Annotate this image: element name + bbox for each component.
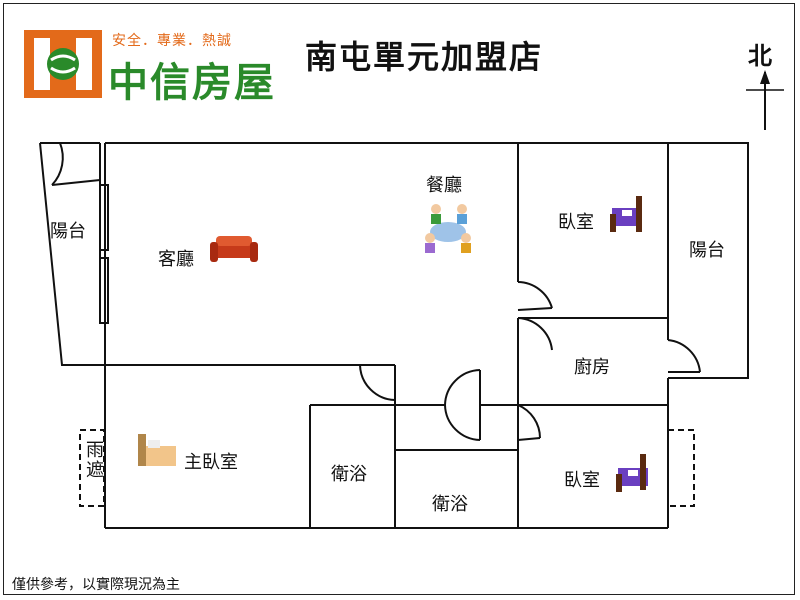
canopy-box xyxy=(79,429,105,507)
image-frame xyxy=(3,3,795,595)
north-arrow-icon xyxy=(746,70,784,130)
slogan: 安全．專業．熱誠 xyxy=(112,33,232,49)
sofa-icon xyxy=(210,236,258,262)
room-balcony-west: 陽台 xyxy=(50,221,86,242)
bed-icon-se xyxy=(616,454,648,492)
store-name: 南屯單元加盟店 xyxy=(305,38,544,76)
room-living: 客廳 xyxy=(158,249,194,270)
canopy-box-east xyxy=(667,429,695,507)
bed-icon-master xyxy=(138,434,176,466)
walls xyxy=(39,142,749,529)
disclaimer-text: 僅供參考，以實際現況為主 xyxy=(12,577,180,593)
room-bedroom-ne: 臥室 xyxy=(558,212,594,233)
room-bath-1: 衛浴 xyxy=(331,464,367,485)
room-kitchen: 廚房 xyxy=(574,357,610,378)
room-bedroom-se: 臥室 xyxy=(564,470,600,491)
bed-icon xyxy=(610,196,642,232)
brand-logo-icon xyxy=(24,30,102,98)
room-master: 主臥室 xyxy=(184,452,238,473)
brand-name: 中信房屋 xyxy=(108,60,276,106)
door-swings xyxy=(51,142,701,441)
compass-label: 北 xyxy=(748,42,772,70)
dining-table-icon xyxy=(425,204,471,253)
room-dining: 餐廳 xyxy=(426,175,462,196)
room-balcony-east: 陽台 xyxy=(689,240,725,261)
room-bath-2: 衛浴 xyxy=(432,494,468,515)
room-canopy: 雨遮 xyxy=(83,440,104,480)
